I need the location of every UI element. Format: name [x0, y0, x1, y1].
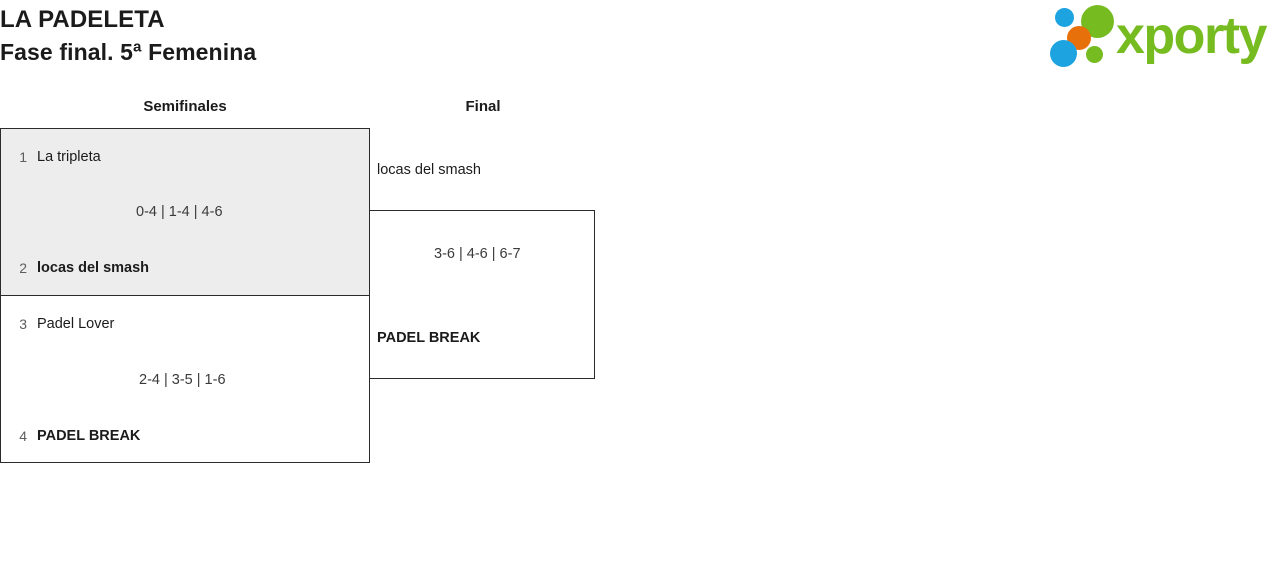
semifinal-2-player-top[interactable]: 3 Padel Lover — [9, 314, 114, 334]
match-box-semifinal-1[interactable] — [0, 128, 370, 296]
semifinal-1-player-bottom[interactable]: 2 locas del smash — [9, 258, 149, 278]
player-name: La tripleta — [37, 149, 101, 165]
seed-number: 4 — [19, 428, 27, 444]
player-name: locas del smash — [37, 260, 150, 276]
seed-number: 3 — [19, 316, 27, 332]
xporty-logo[interactable]: xporty — [1048, 3, 1274, 69]
player-name: locas del smash — [377, 162, 481, 178]
final-player-bottom[interactable]: PADEL BREAK — [377, 328, 480, 348]
semifinal-1-score: 0-4 | 1-4 | 4-6 — [136, 204, 223, 220]
player-name: PADEL BREAK — [377, 330, 481, 346]
green-small-dot-icon — [1086, 46, 1103, 63]
player-name: PADEL BREAK — [37, 428, 141, 444]
blue-small-dot-icon — [1055, 8, 1074, 27]
final-score: 3-6 | 4-6 | 6-7 — [434, 246, 521, 262]
page-title: LA PADELETA Fase final. 5ª Femenina — [0, 4, 800, 68]
semifinal-2-score: 2-4 | 3-5 | 1-6 — [139, 372, 226, 388]
tournament-name: LA PADELETA — [0, 6, 165, 33]
blue-large-dot-icon — [1050, 40, 1077, 67]
final-player-top[interactable]: locas del smash — [377, 160, 481, 180]
player-name: Padel Lover — [37, 316, 115, 332]
phase-name: Fase final. 5ª Femenina — [0, 39, 257, 65]
semifinal-1-player-top[interactable]: 1 La tripleta — [9, 147, 101, 167]
match-box-final[interactable] — [369, 210, 595, 379]
semifinal-2-player-bottom[interactable]: 4 PADEL BREAK — [9, 426, 140, 446]
match-box-semifinal-2[interactable] — [0, 295, 370, 463]
logo-dots-icon — [1048, 3, 1124, 69]
logo-wordmark: xporty — [1116, 7, 1267, 65]
round-header-final: Final — [465, 98, 501, 115]
round-header-semifinals: Semifinales — [143, 98, 227, 115]
seed-number: 1 — [19, 149, 27, 165]
seed-number: 2 — [19, 260, 27, 276]
